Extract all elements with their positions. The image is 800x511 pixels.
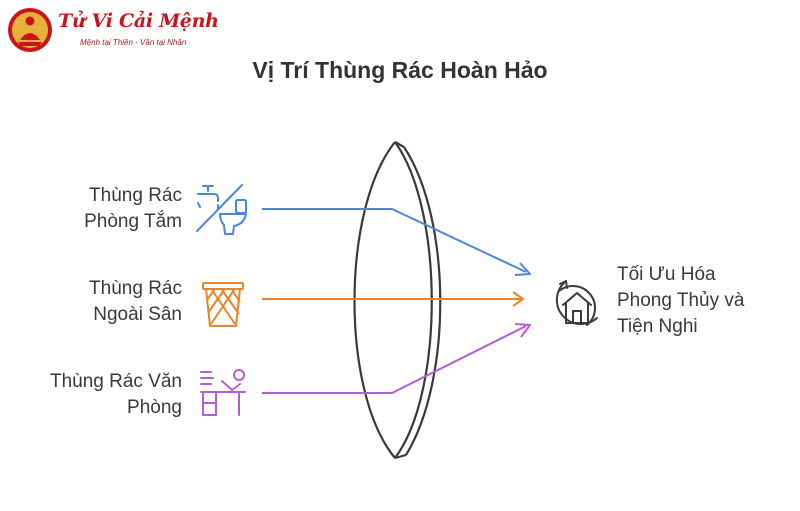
bathroom-label: Thùng Rác Phòng Tắm [40, 183, 182, 235]
result-label-line2: Phong Thủy và [617, 290, 745, 311]
office-arrowhead [514, 323, 531, 338]
logo: Tử Vi Cải Mệnh Mệnh tại Thiên - Vận tại … [6, 6, 219, 58]
basket-icon [202, 282, 244, 327]
lens-shape [353, 141, 442, 460]
bathroom-arrow [262, 208, 527, 273]
page-title: Vị Trí Thùng Rác Hoàn Hảo [252, 57, 548, 83]
bathroom-label-line2: Phòng Tắm [84, 211, 182, 232]
office-arrow [262, 325, 527, 394]
yard-arrowhead [512, 291, 524, 307]
logo-title: Tử Vi Cải Mệnh [58, 10, 219, 32]
office-desk-icon [200, 369, 246, 416]
office-label-line1: Thùng Rác Văn [49, 371, 182, 392]
result-label-line1: Tối Ưu Hóa [617, 264, 716, 285]
yard-label-line1: Thùng Rác [89, 278, 182, 299]
result-label-line3: Tiện Nghi [617, 316, 698, 337]
house-refresh-icon [555, 280, 598, 326]
yard-label-line2: Ngoài Sân [93, 304, 182, 325]
logo-tagline: Mệnh tại Thiên - Vận tại Nhân [80, 38, 187, 47]
bathroom-arrowhead [514, 262, 531, 276]
faucet-toilet-icon [196, 184, 247, 235]
bathroom-label-line1: Thùng Rác [89, 185, 182, 206]
office-label-line2: Phòng [127, 397, 182, 418]
buddha-logo-icon [8, 8, 52, 52]
yard-label: Thùng Rác Ngoài Sân [40, 276, 182, 328]
result-label: Tối Ưu Hóa Phong Thủy và Tiện Nghi [617, 262, 787, 340]
office-label: Thùng Rác Văn Phòng [20, 369, 182, 421]
